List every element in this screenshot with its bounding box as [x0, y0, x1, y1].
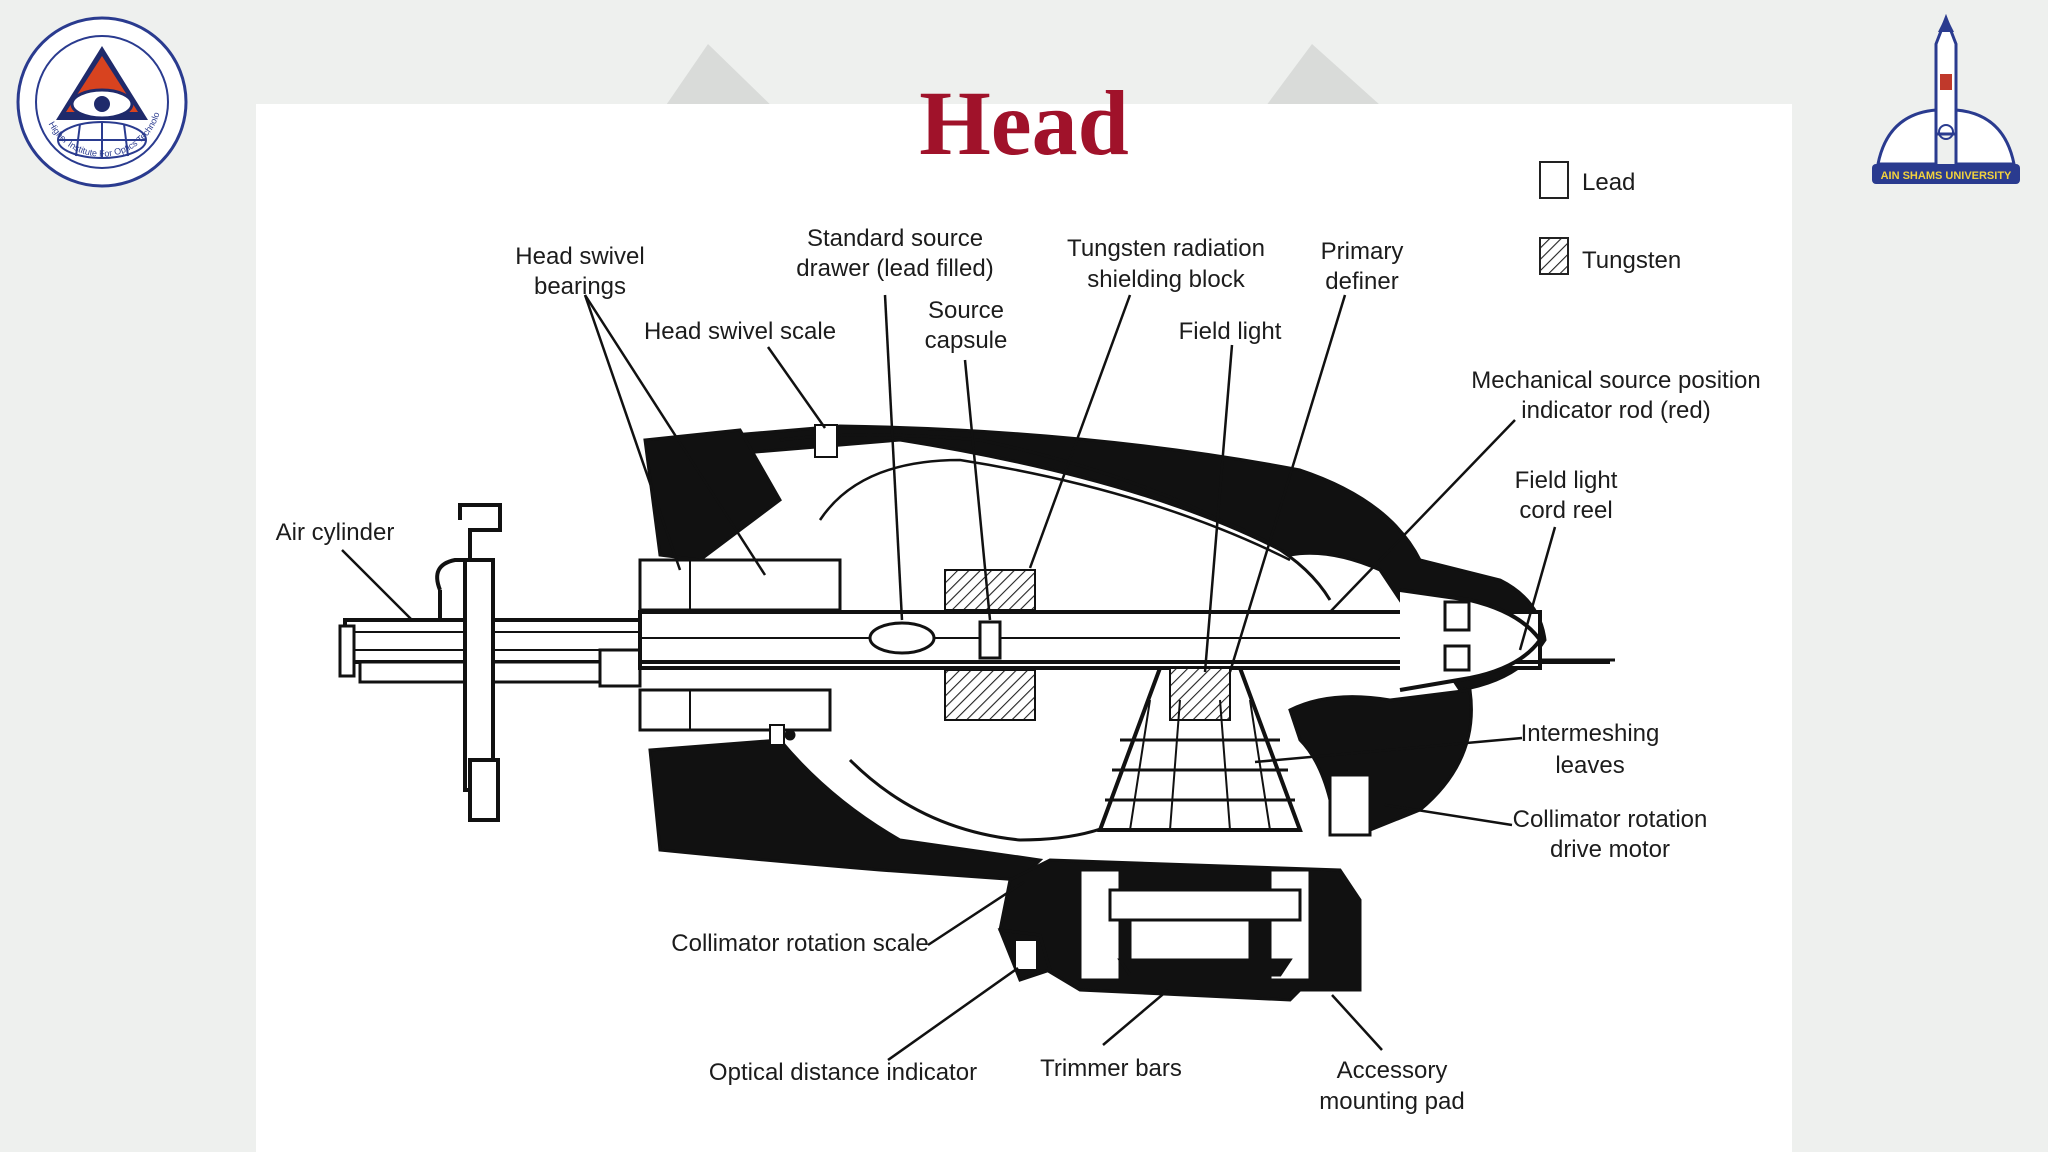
label-source-capsule-1: Source [928, 297, 1004, 324]
label-collimator-rotation-scale: Collimator rotation scale [671, 930, 928, 957]
head-cross-section [338, 424, 1615, 1002]
label-source-capsule-2: capsule [925, 327, 1008, 354]
university-logo-text: AIN SHAMS UNIVERSITY [1881, 170, 2012, 182]
university-logo: AIN SHAMS UNIVERSITY [1872, 14, 2020, 184]
label-head-swivel-bearings-1: Head swivel [515, 243, 644, 270]
label-primary-definer-2: definer [1325, 268, 1398, 295]
diagram-labels: Head swivel bearings Standard source dra… [276, 225, 1761, 1115]
legend-lead-label: Lead [1582, 169, 1635, 196]
label-mechanical-source-indicator-1: Mechanical source position [1471, 367, 1761, 394]
label-intermeshing-leaves-1: Intermeshing [1521, 720, 1660, 747]
label-air-cylinder: Air cylinder [276, 519, 395, 546]
label-optical-distance-indicator: Optical distance indicator [709, 1059, 977, 1086]
label-head-swivel-scale: Head swivel scale [644, 318, 836, 345]
label-trimmer-bars: Trimmer bars [1040, 1055, 1182, 1082]
label-mechanical-source-indicator-2: indicator rod (red) [1521, 397, 1710, 424]
label-collimator-drive-motor-1: Collimator rotation [1513, 806, 1708, 833]
legend-lead-swatch [1539, 161, 1569, 199]
label-standard-source-drawer-1: Standard source [807, 225, 983, 252]
label-primary-definer-1: Primary [1321, 238, 1404, 265]
label-accessory-mounting-pad-2: mounting pad [1319, 1088, 1464, 1115]
label-collimator-drive-motor-2: drive motor [1550, 836, 1670, 863]
label-field-light: Field light [1179, 318, 1282, 345]
slide-title: Head [919, 72, 1129, 174]
label-standard-source-drawer-2: drawer (lead filled) [796, 255, 993, 282]
leader-lines [341, 294, 1557, 1062]
label-field-light-cord-reel-1: Field light [1515, 467, 1618, 494]
label-tungsten-shielding-block-1: Tungsten radiation [1067, 235, 1265, 262]
label-head-swivel-bearings-2: bearings [534, 273, 626, 300]
label-intermeshing-leaves-2: leaves [1555, 752, 1624, 779]
legend-tungsten-label: Tungsten [1582, 247, 1681, 274]
institute-logo: Higher Institute For Optics Technology [14, 12, 188, 188]
label-tungsten-shielding-block-2: shielding block [1087, 266, 1245, 293]
label-accessory-mounting-pad-1: Accessory [1337, 1057, 1448, 1084]
label-field-light-cord-reel-2: cord reel [1519, 497, 1612, 524]
legend-tungsten-swatch [1539, 237, 1569, 275]
